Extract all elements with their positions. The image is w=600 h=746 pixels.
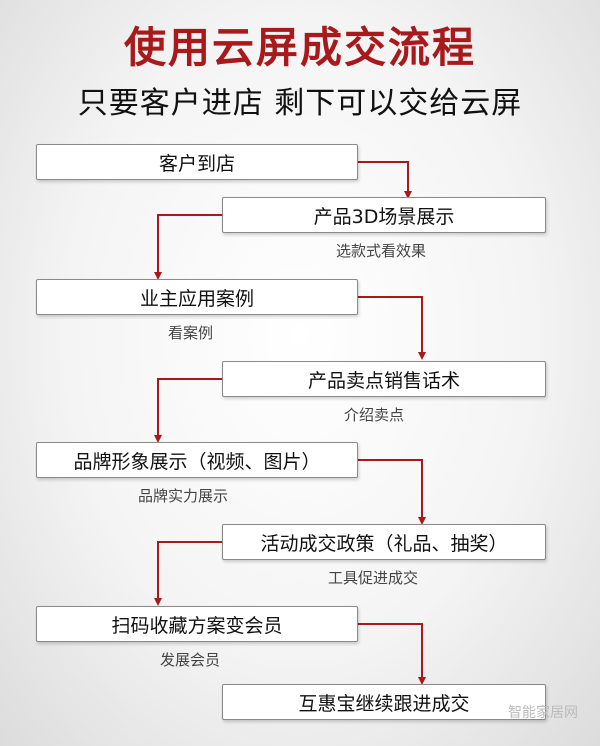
- page-subtitle: 只要客户进店 剩下可以交给云屏: [77, 86, 523, 121]
- step-owner-cases-note: 看案例: [168, 324, 214, 342]
- step-deal-policy: 活动成交政策（礼品、抽奖）: [222, 524, 546, 560]
- arrow-6: [154, 541, 222, 606]
- watermark: 智能家居网: [508, 705, 578, 721]
- step-brand-display-note: 品牌实力展示: [138, 487, 229, 505]
- arrow-3: [358, 296, 426, 360]
- step-sales-pitch-note: 介绍卖点: [344, 406, 405, 424]
- step-customer-arrival: 客户到店: [36, 144, 358, 180]
- step-product-3d-display: 产品3D场景展示: [222, 197, 546, 233]
- step-follow-up: 互惠宝继续跟进成交: [222, 684, 546, 720]
- arrow-4: [154, 378, 222, 443]
- step-scan-to-member-note: 发展会员: [160, 651, 221, 669]
- arrow-2: [154, 214, 222, 280]
- arrow-1: [358, 161, 412, 199]
- step-sales-pitch: 产品卖点销售话术: [222, 361, 546, 397]
- arrow-7: [358, 623, 426, 685]
- arrow-5: [358, 459, 426, 525]
- step-deal-policy-note: 工具促进成交: [328, 569, 419, 587]
- step-product-3d-display-note: 选款式看效果: [336, 242, 427, 260]
- step-brand-display: 品牌形象展示（视频、图片）: [36, 442, 358, 478]
- step-owner-cases: 业主应用案例: [36, 279, 358, 315]
- step-scan-to-member: 扫码收藏方案变会员: [36, 606, 358, 642]
- page-title: 使用云屏成交流程: [123, 23, 476, 72]
